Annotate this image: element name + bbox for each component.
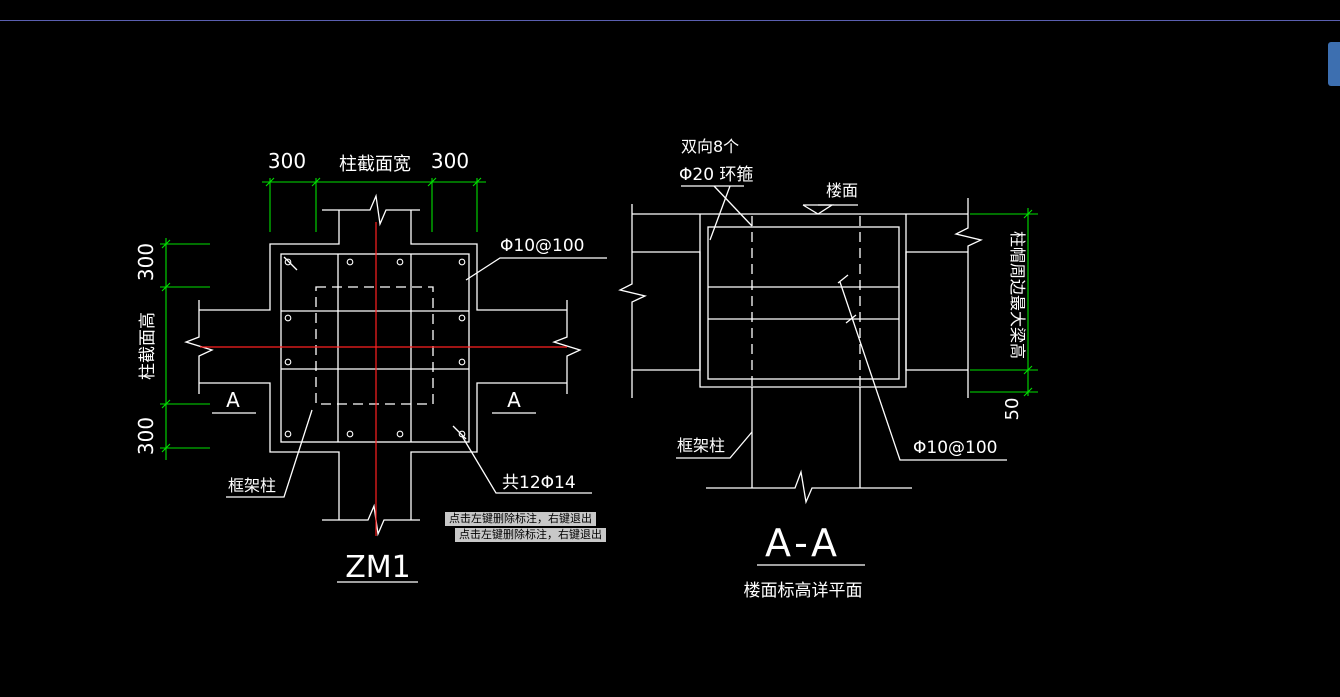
aa-cap-inner (707, 226, 900, 380)
aa-left-beam-top (632, 251, 701, 371)
zm1-cap-inner (280, 253, 470, 443)
aa-title: A-A (765, 521, 841, 565)
zm1-outline-bottom-right (410, 382, 567, 520)
zm1-break-top (322, 193, 420, 227)
zm1-break-bottom (322, 503, 420, 537)
zm1-outline-top-right (410, 210, 567, 311)
zm1-leader-column (226, 409, 313, 498)
zm1-break-right (552, 300, 582, 394)
tooltip-delete-annotation-2: 点击左键删除标注，右键退出 (455, 528, 606, 542)
aa-ring-label-line1: 双向8个 (681, 137, 739, 156)
zm1-dim-top: 300 (134, 243, 158, 281)
zm1-section-mark-left: A (226, 388, 240, 412)
aa-ring-leader-a (713, 185, 753, 227)
aa-ring-leader-b (709, 185, 731, 241)
aa-floor-label: 楼面 (826, 181, 858, 200)
side-panel-button[interactable] (1328, 42, 1340, 86)
aa-column-label: 框架柱 (677, 436, 725, 455)
zm1-dim-left: 300 (268, 149, 306, 173)
aa-floor-marker (802, 204, 835, 215)
zm1-stirrup-label: Φ10@100 (500, 236, 584, 256)
aa-stirrup-label: Φ10@100 (913, 438, 997, 458)
zm1-dimensions (160, 177, 486, 460)
aa-ring-label-line2: Φ20 环箍 (679, 165, 753, 185)
zm1-leader-stirrup (465, 257, 607, 281)
viewport-top-border (0, 20, 1340, 21)
zm1-title: ZM1 (345, 550, 411, 585)
aa-subtitle: 楼面标高详平面 (744, 581, 863, 601)
aa-dimensions (970, 208, 1038, 397)
aa-leader-stirrup (839, 281, 1007, 461)
zm1-outline-top (199, 210, 340, 311)
aa-column-break (706, 469, 912, 505)
zm1-dim-right: 300 (431, 149, 469, 173)
zm1-rebars (284, 258, 466, 438)
aa-section[interactable] (618, 185, 1007, 566)
zm1-dim-height-label: 柱截面高 (138, 312, 158, 380)
zm1-outline-bottom-left (199, 382, 340, 520)
aa-right-break (954, 198, 983, 398)
zm1-dim-width-label: 柱截面宽 (339, 154, 411, 175)
aa-cap-outer (699, 214, 907, 388)
zm1-dim-bottom: 300 (134, 417, 158, 455)
zm1-section-mark-right: A (507, 388, 521, 412)
aa-tick-2 (845, 314, 857, 324)
zm1-column-dashed (315, 286, 434, 405)
zm1-bars-label: 共12Φ14 (502, 473, 576, 493)
aa-right-beam (905, 251, 968, 371)
aa-leader-column (676, 431, 753, 459)
aa-bottom-dim: 50 (1002, 398, 1023, 421)
zm1-column-label: 框架柱 (228, 476, 276, 495)
zm1-centerlines (200, 222, 567, 536)
aa-left-break (618, 204, 647, 398)
zm1-detail[interactable] (184, 193, 607, 583)
zm1-leader-bars (461, 435, 592, 494)
aa-tick-1 (837, 274, 849, 284)
zm1-break-left (184, 300, 214, 394)
tooltip-delete-annotation-1: 点击左键删除标注，右键退出 (445, 512, 596, 526)
aa-beam-dim-label: 柱帽周边最大梁高 (1008, 231, 1027, 359)
